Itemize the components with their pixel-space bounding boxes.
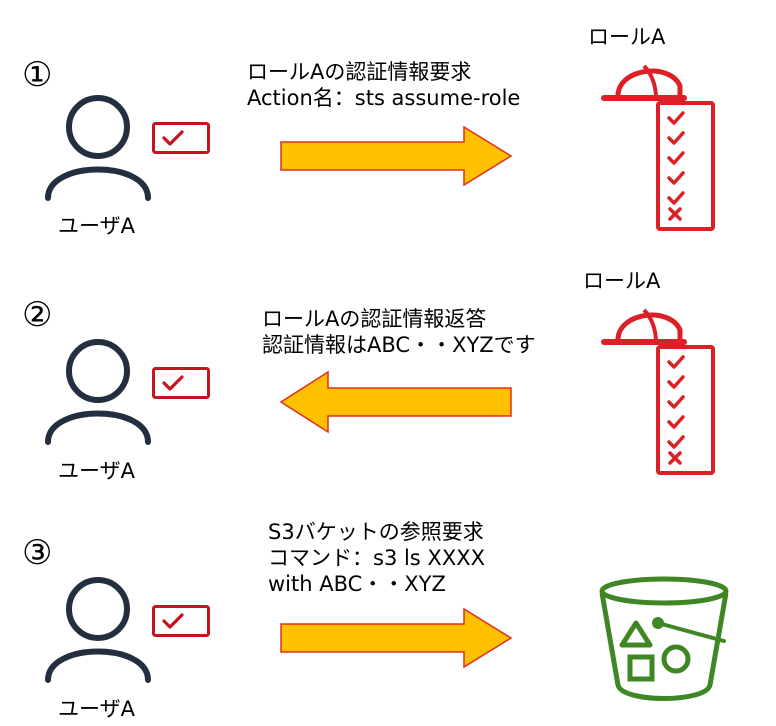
arrow-right xyxy=(280,125,513,187)
checkmark-badge-icon xyxy=(152,367,210,399)
message-text: ロールAの認証情報返答 認証情報はABC・・XYZです xyxy=(262,306,536,358)
message-text: S3バケットの参照要求 コマンド：s3 ls XXXX with ABC・・XY… xyxy=(268,519,485,597)
user-label: ユーザA xyxy=(58,697,135,721)
message-line: 認証情報はABC・・XYZです xyxy=(262,333,536,357)
user-label: ユーザA xyxy=(58,214,135,238)
message-line: ロールAの認証情報返答 xyxy=(262,307,487,331)
checkmark-badge-icon xyxy=(152,122,210,154)
user-icon xyxy=(45,577,151,683)
user-icon xyxy=(45,95,151,201)
user-icon xyxy=(45,339,151,445)
role-label: ロールA xyxy=(583,269,661,293)
message-line: コマンド：s3 ls XXXX xyxy=(268,546,485,570)
arrow-right xyxy=(280,607,513,669)
arrow-left xyxy=(279,370,512,434)
s3-bucket-icon xyxy=(599,576,729,701)
role-label: ロールA xyxy=(588,25,666,49)
user-label: ユーザA xyxy=(58,459,135,483)
step-number: ① xyxy=(22,55,53,95)
step-number: ③ xyxy=(22,533,53,573)
checkmark-badge-icon xyxy=(152,605,210,637)
message-line: ロールAの認証情報要求 xyxy=(247,60,472,84)
message-line: with ABC・・XYZ xyxy=(268,572,446,596)
message-text: ロールAの認証情報要求 Action名：sts assume-role xyxy=(247,59,520,111)
iam-role-helmet-checklist-icon xyxy=(601,64,715,231)
step-number: ② xyxy=(22,295,53,335)
message-line: S3バケットの参照要求 xyxy=(268,520,484,544)
iam-role-helmet-checklist-icon xyxy=(601,308,715,475)
message-line: Action名：sts assume-role xyxy=(247,86,521,110)
